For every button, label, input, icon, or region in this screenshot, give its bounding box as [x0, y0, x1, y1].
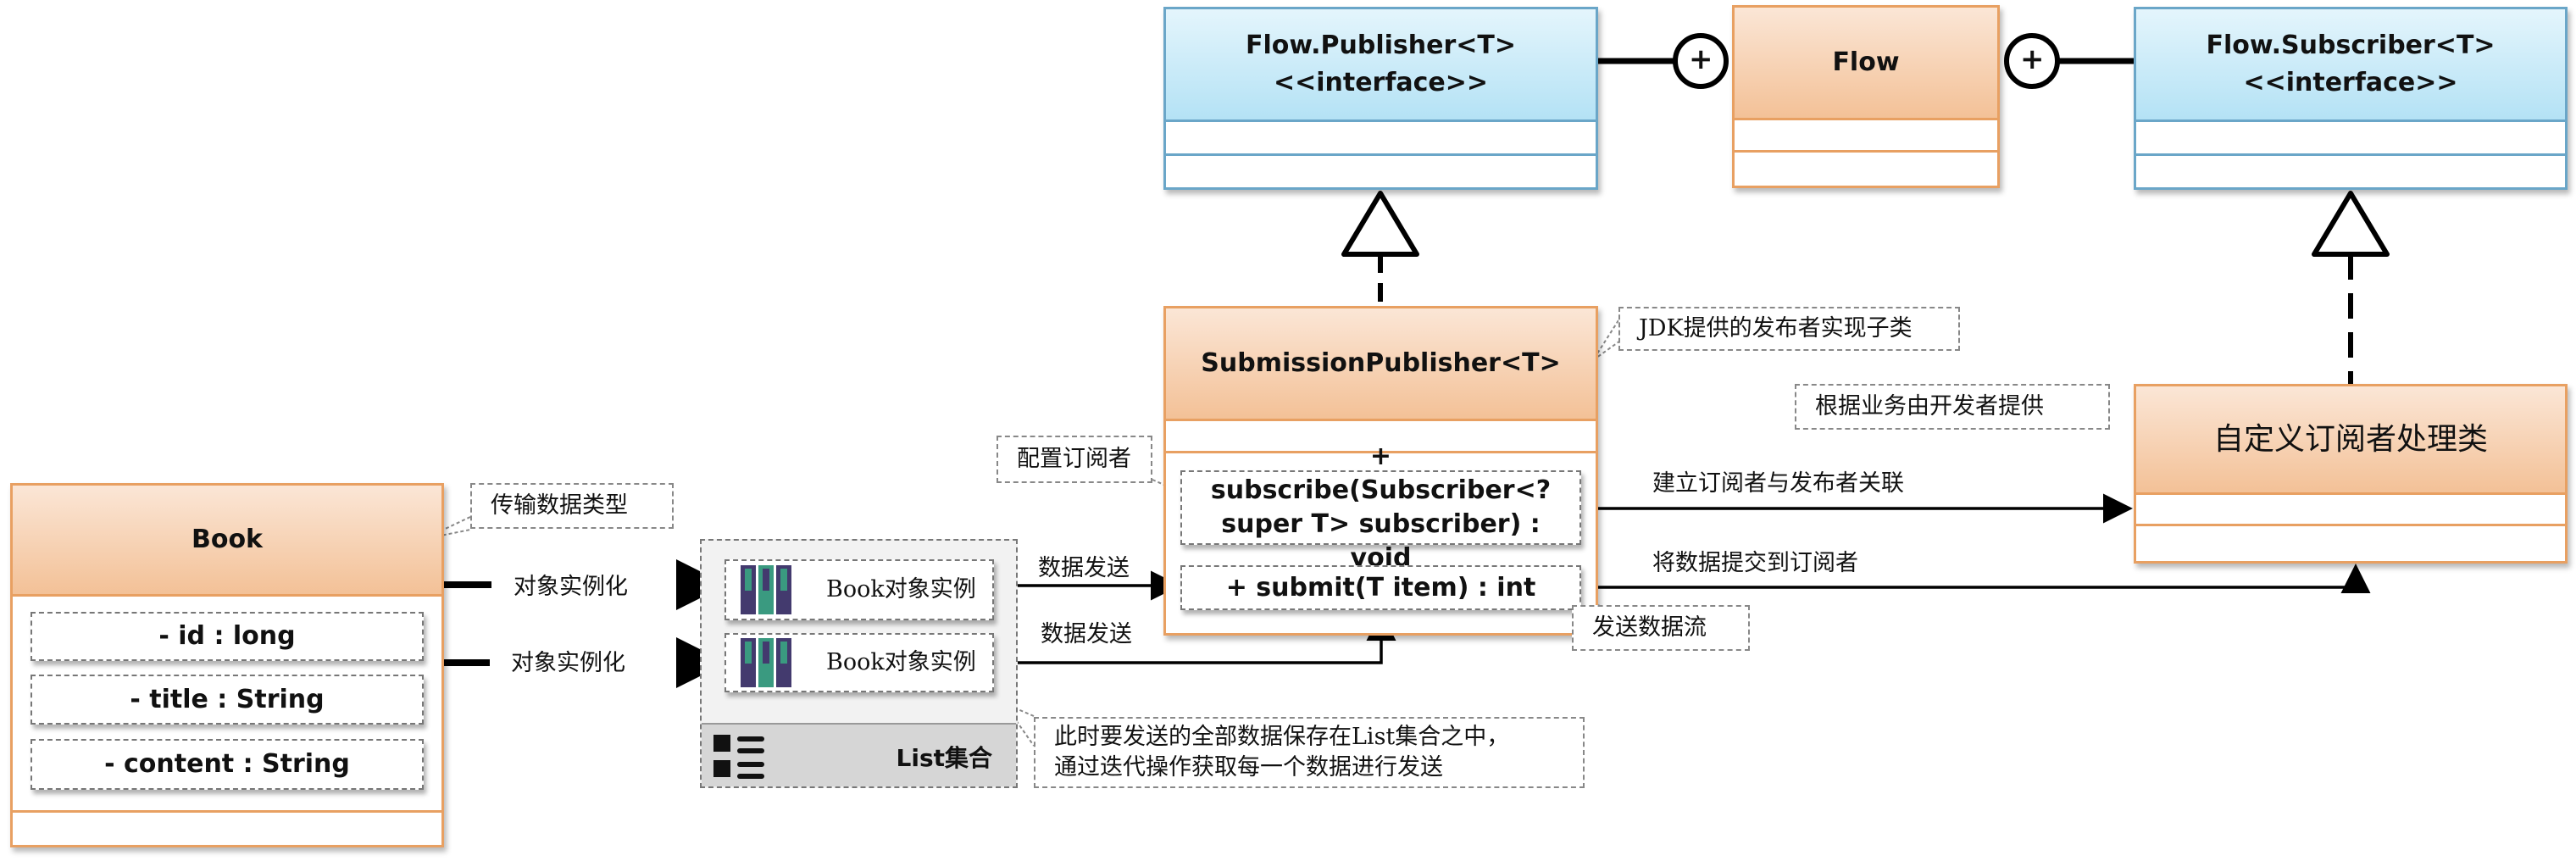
class-flow[interactable]: Flow — [1732, 5, 2000, 188]
book-binder-icon — [741, 638, 791, 687]
class-flow-publisher[interactable]: Flow.Publisher<T> <<interface>> — [1163, 7, 1598, 190]
edge-label-send-2: 数据发送 — [1041, 621, 1132, 647]
attribute-title[interactable]: - title : String — [31, 675, 424, 725]
class-stereotype: <<interface>> — [1273, 68, 1489, 97]
list-label: List集合 — [896, 744, 993, 772]
note-developer-provided: 根据业务由开发者提供 — [1795, 384, 2110, 430]
submit-line — [1581, 564, 2371, 593]
class-flow-subscriber[interactable]: Flow.Subscriber<T> <<interface>> — [2134, 7, 2568, 190]
divider — [13, 810, 441, 813]
nesting-plus-right: + — [2020, 42, 2045, 76]
class-name: Flow.Subscriber<T> — [2206, 31, 2496, 60]
edge-label-submit: 将数据提交到订阅者 — [1652, 550, 1858, 576]
edge-label-instantiate-1: 对象实例化 — [514, 574, 628, 600]
class-name: Book — [191, 525, 264, 554]
book-instance[interactable]: Book对象实例 — [724, 559, 994, 620]
book-instance-label: Book对象实例 — [826, 649, 976, 675]
divider — [2136, 153, 2565, 156]
class-book[interactable]: Book — [10, 483, 444, 847]
nesting-icon-left — [1673, 33, 1729, 89]
book-instance-label: Book对象实例 — [826, 576, 976, 603]
realization-triangle-subscriber — [2312, 191, 2390, 257]
note-send-stream: 发送数据流 — [1572, 605, 1750, 651]
edge-label-link: 建立订阅者与发布者关联 — [1652, 470, 1904, 497]
class-name: SubmissionPublisher<T> — [1201, 348, 1561, 378]
nesting-plus-left: + — [1689, 42, 1713, 76]
note-list: 此时要发送的全部数据保存在List集合之中， 通过迭代操作获取每一个数据进行发送 — [1034, 717, 1585, 788]
method-submit[interactable]: + submit(T item) : int — [1180, 565, 1581, 610]
attribute-id[interactable]: - id : long — [31, 612, 424, 661]
realization-triangle-publisher — [1341, 191, 1419, 257]
book-instance[interactable]: Book对象实例 — [724, 633, 994, 692]
list-icon — [713, 735, 764, 779]
divider — [1735, 150, 1997, 153]
class-name: 自定义订阅者处理类 — [2212, 421, 2488, 457]
note-transfer-type: 传输数据类型 — [470, 483, 674, 529]
class-name: Flow.Publisher<T> — [1245, 31, 1517, 60]
divider — [1166, 153, 1596, 156]
class-stereotype: <<interface>> — [2243, 68, 2458, 97]
method-subscribe[interactable]: + subscribe(Subscriber<? super T> subscr… — [1180, 442, 1581, 573]
attribute-content[interactable]: - content : String — [31, 739, 424, 790]
note-config-subscriber: 配置订阅者 — [997, 436, 1152, 483]
nesting-icon-right — [2004, 33, 2060, 89]
class-name: Flow — [1832, 47, 1900, 77]
divider — [2136, 524, 2565, 526]
divider — [1166, 451, 1596, 453]
class-custom-subscriber[interactable]: 自定义订阅者处理类 — [2134, 384, 2568, 564]
edge-label-instantiate-2: 对象实例化 — [511, 650, 625, 676]
list-footer: List集合 — [702, 723, 1016, 786]
book-binder-icon — [741, 565, 791, 614]
note-jdk-impl: JDK提供的发布者实现子类 — [1618, 307, 1960, 351]
note-pointer-jdk — [1592, 319, 1624, 361]
edge-label-send-1: 数据发送 — [1038, 555, 1130, 581]
